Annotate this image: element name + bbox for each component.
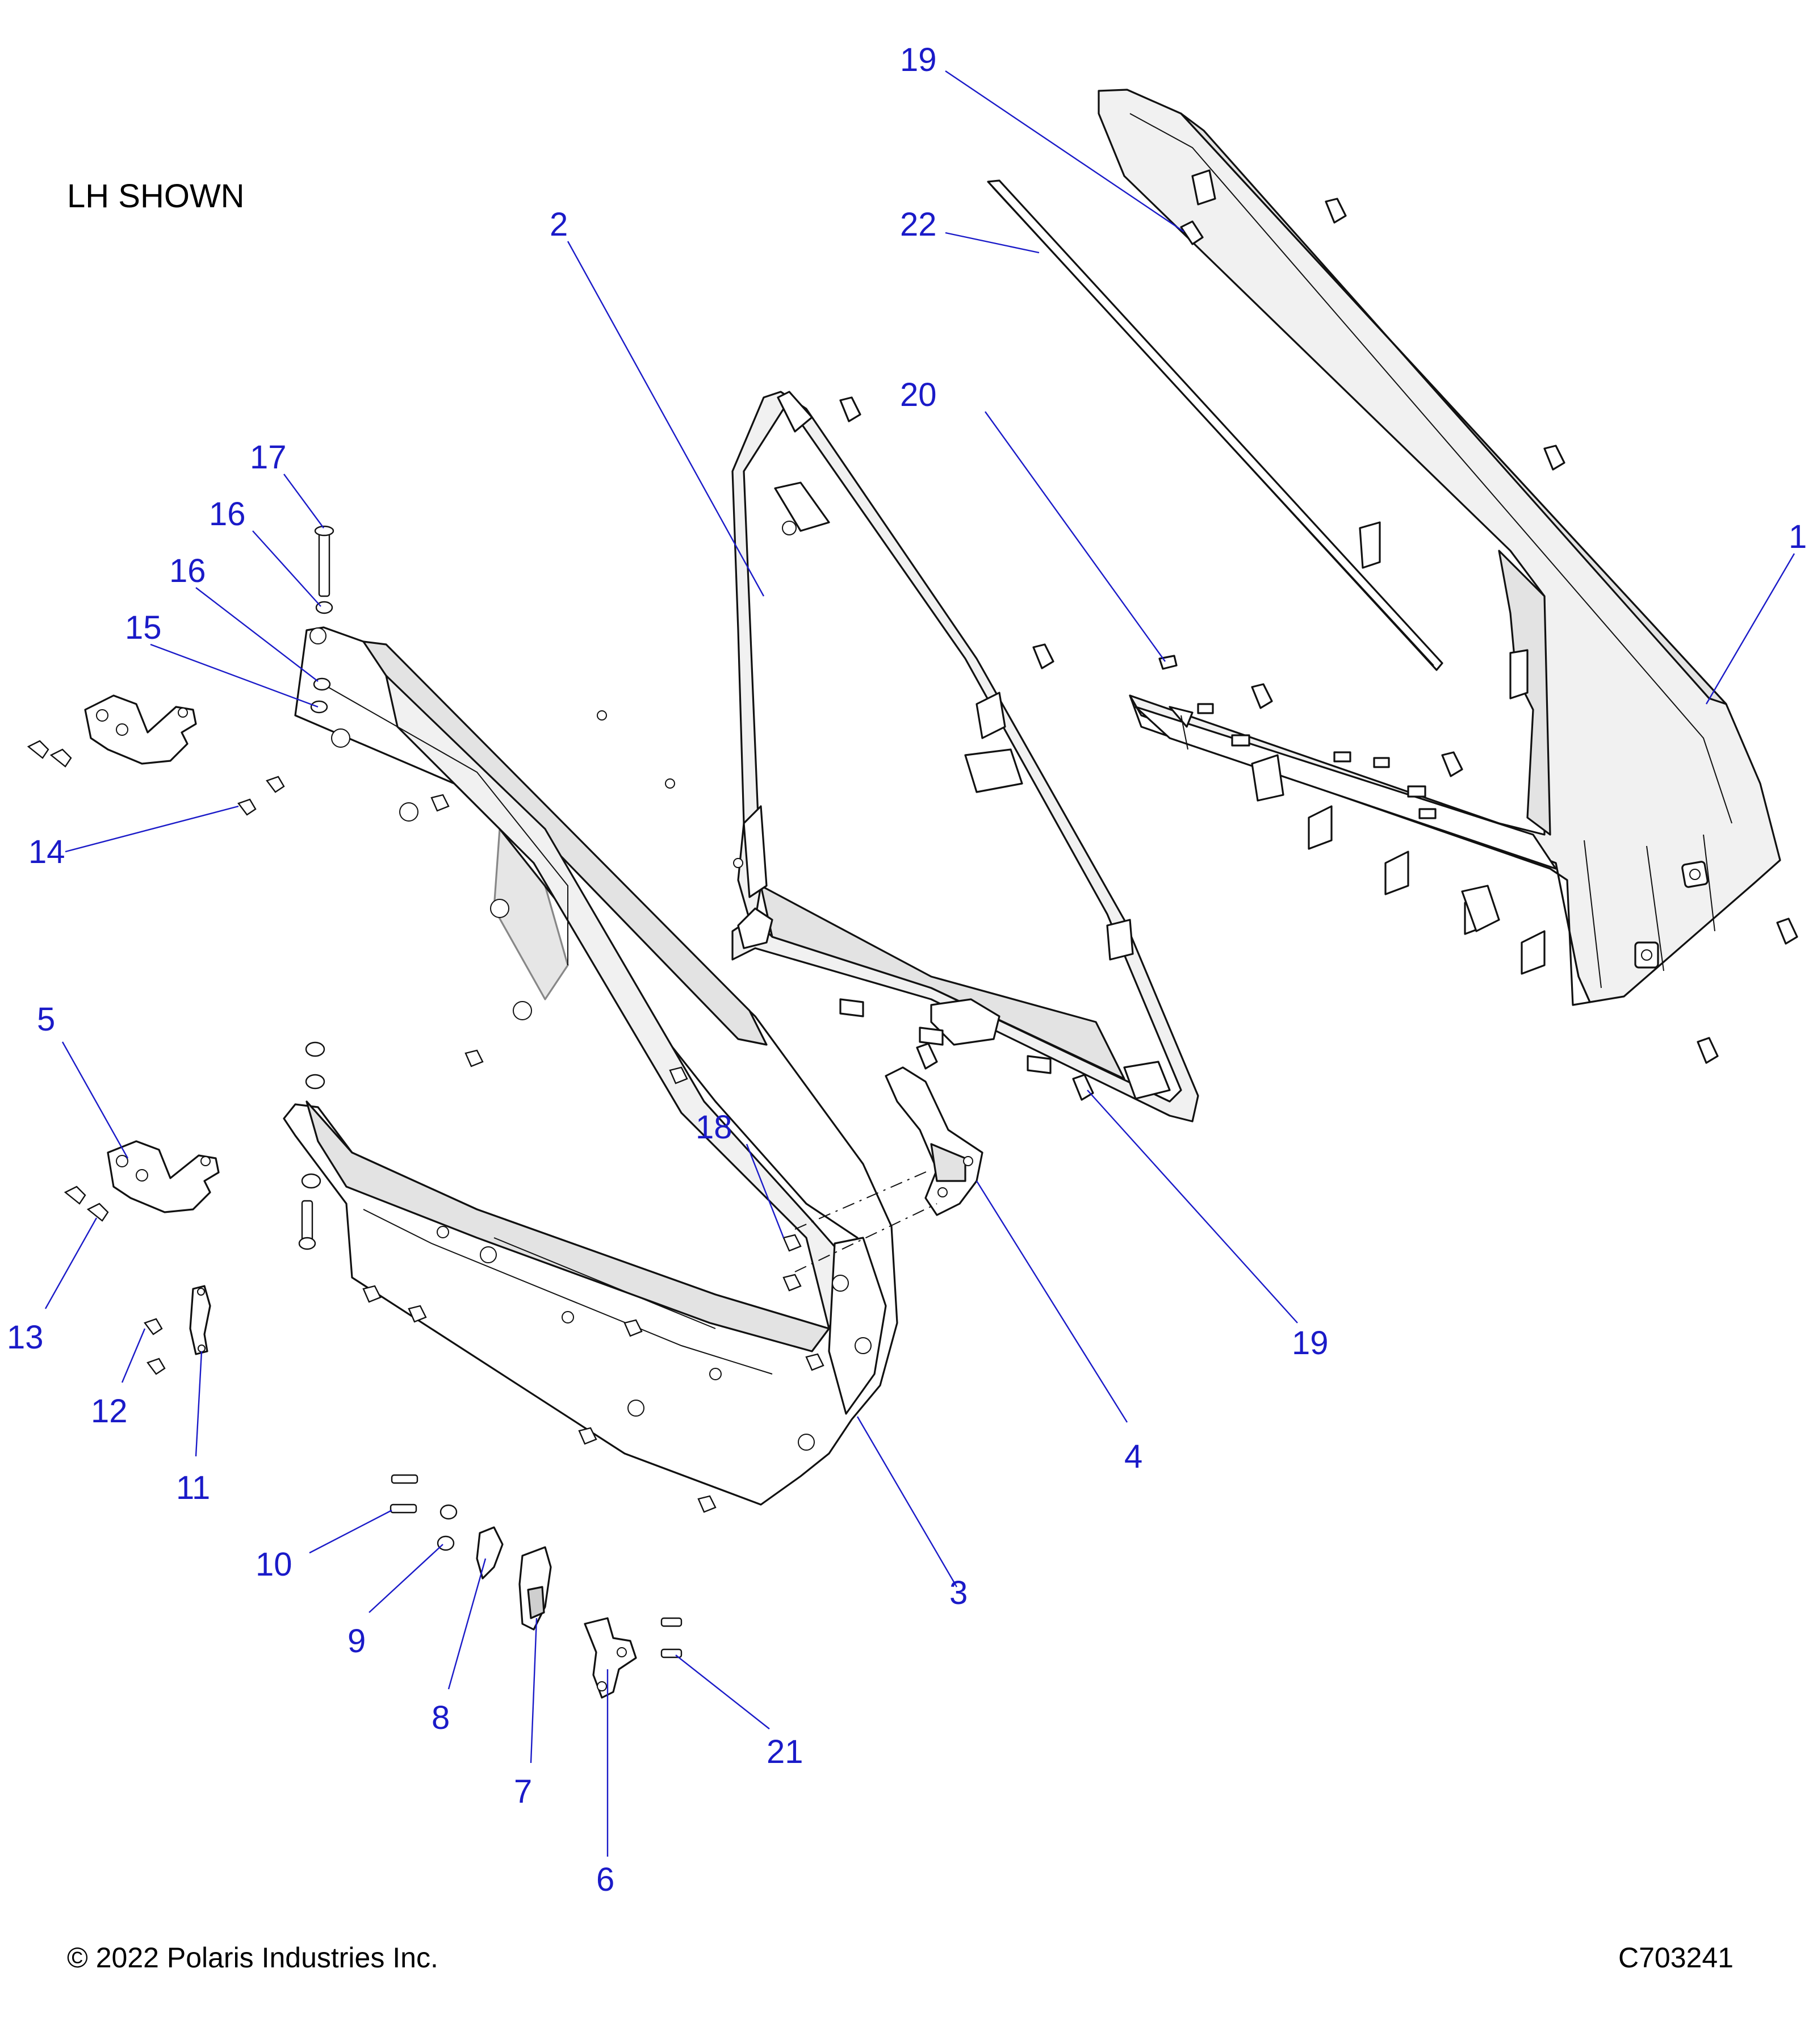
callout-19b: 19 <box>1292 1325 1329 1362</box>
part-2-door-window-panel <box>731 391 1199 1122</box>
callout-19a: 19 <box>900 41 937 78</box>
callout-13: 13 <box>7 1319 44 1356</box>
part-4-door-latch <box>794 1066 983 1272</box>
part-11-strap <box>189 1285 211 1355</box>
bottom-hardware <box>390 1474 683 1699</box>
callout-14: 14 <box>28 833 65 870</box>
part-19-clip-nuts <box>839 198 1798 1101</box>
part-22-seal-strip <box>987 179 1443 671</box>
callout-7: 7 <box>514 1773 532 1810</box>
callout-16a: 16 <box>169 552 206 589</box>
callout-6: 6 <box>596 1861 614 1898</box>
part-5-hinge-bracket-upper <box>84 694 197 765</box>
callout-labels: 1 2 3 4 5 6 7 8 9 10 11 12 13 14 15 16 1… <box>7 41 1807 1898</box>
callout-3: 3 <box>949 1574 968 1611</box>
diagram-id: C703241 <box>1618 1942 1734 1974</box>
hinge-pin-stack-upper <box>310 525 334 714</box>
callout-18: 18 <box>696 1109 732 1146</box>
callout-11: 11 <box>176 1469 210 1506</box>
leader-lines <box>44 70 1795 1857</box>
callout-15: 15 <box>125 609 162 646</box>
part-5-hinge-bracket-lower <box>107 1140 220 1213</box>
part-3-door-frame <box>283 626 898 1513</box>
callout-9: 9 <box>348 1623 366 1660</box>
hinge-pin-stack-lower <box>298 1041 325 1250</box>
callout-12: 12 <box>91 1393 128 1430</box>
callout-22: 22 <box>900 206 937 243</box>
callout-5: 5 <box>37 1001 55 1038</box>
part-13-14-bolts <box>27 740 285 1375</box>
callout-8: 8 <box>432 1699 450 1736</box>
callout-1: 1 <box>1789 518 1807 555</box>
callout-10: 10 <box>256 1546 292 1583</box>
view-note: LH SHOWN <box>67 178 245 215</box>
callout-2: 2 <box>550 206 568 243</box>
part-1-outer-door-panel <box>1098 89 1781 1006</box>
callout-4: 4 <box>1124 1438 1142 1475</box>
callout-20: 20 <box>900 376 937 413</box>
callout-16b: 16 <box>209 496 246 533</box>
copyright-notice: © 2022 Polaris Industries Inc. <box>67 1942 438 1974</box>
callout-17: 17 <box>250 439 287 476</box>
callout-21: 21 <box>767 1733 803 1770</box>
